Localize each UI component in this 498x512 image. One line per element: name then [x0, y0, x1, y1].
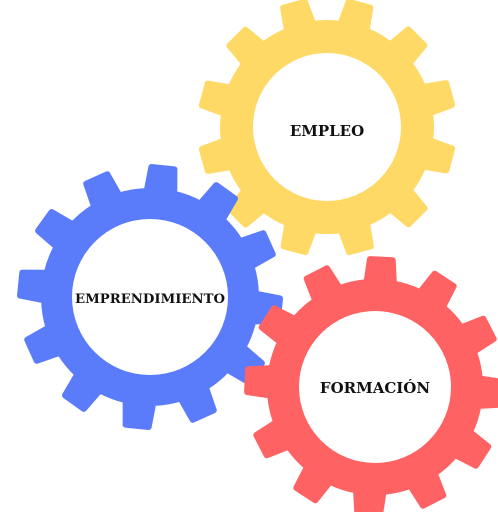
gear-emprendimiento-label: EMPRENDIMIENTO — [75, 292, 225, 307]
gear-empleo-hole — [253, 53, 401, 201]
gear-empleo: EMPLEO — [198, 0, 456, 256]
gear-formacion-hole — [299, 311, 451, 463]
gear-formacion-label: FORMACIÓN — [320, 379, 430, 397]
gear-formacion: FORMACIÓN — [244, 256, 498, 512]
gear-empleo-label: EMPLEO — [290, 122, 364, 140]
gear-emprendimiento: EMPRENDIMIENTO — [17, 164, 283, 430]
gear-emprendimiento-hole — [72, 219, 228, 375]
